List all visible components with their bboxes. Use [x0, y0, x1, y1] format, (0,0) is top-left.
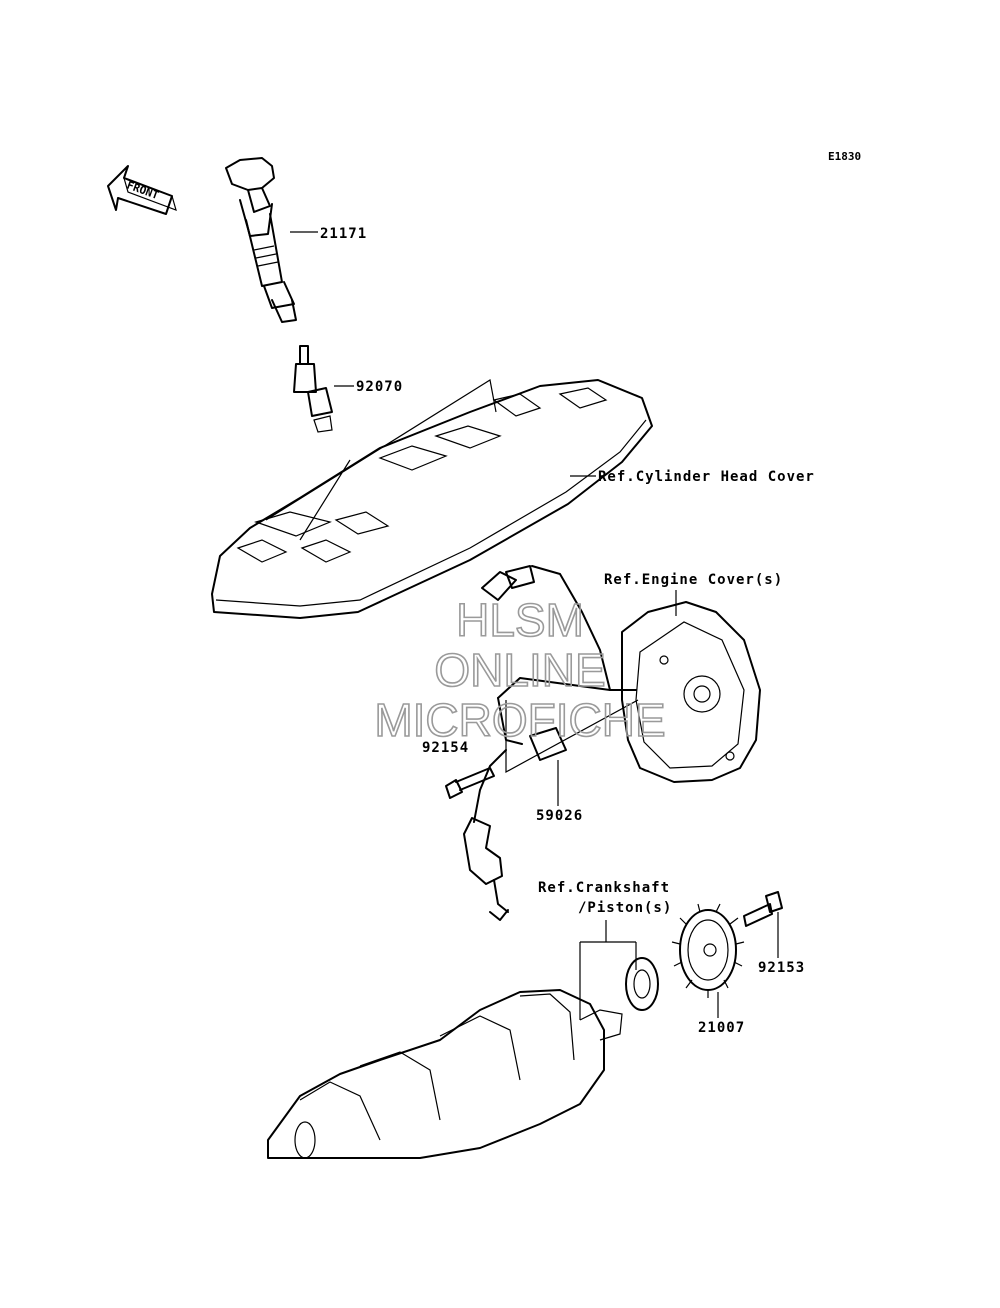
- pickup-coil-drawing: [463, 565, 637, 921]
- ref-piston: /Piston(s): [578, 900, 672, 916]
- part-number-59026: 59026: [536, 808, 583, 824]
- crankshaft-drawing: [267, 957, 659, 1159]
- ref-cylinder-head-cover: Ref.Cylinder Head Cover: [598, 469, 815, 485]
- spark-plug-drawing: [293, 345, 333, 433]
- leader-coil-position: [265, 379, 497, 541]
- bolt-92153-drawing: [743, 891, 783, 927]
- diagram-code: E1830: [828, 150, 861, 163]
- ignition-coil-drawing: [225, 157, 297, 323]
- watermark-line-1: HLSM: [456, 594, 584, 646]
- ref-engine-covers: Ref.Engine Cover(s): [604, 572, 783, 588]
- leader-crankshaft: [579, 920, 637, 1020]
- part-number-92153: 92153: [758, 960, 805, 976]
- leader-pickup-position: [505, 699, 639, 774]
- bolt-92154-drawing: [445, 767, 495, 799]
- engine-cover-drawing: [621, 601, 761, 783]
- part-number-21171: 21171: [320, 226, 367, 242]
- part-number-92070: 92070: [356, 379, 403, 395]
- front-label: FRONT: [125, 179, 161, 203]
- timing-rotor-drawing: [671, 903, 745, 998]
- watermark-line-3: MICROFICHE: [374, 694, 665, 746]
- part-number-92154: 92154: [422, 740, 469, 756]
- ref-crankshaft: Ref.Crankshaft: [538, 880, 670, 896]
- cylinder-head-cover-drawing: [211, 379, 653, 619]
- part-number-21007: 21007: [698, 1020, 745, 1036]
- watermark-line-2: ONLINE: [434, 644, 605, 696]
- front-arrow-icon: FRONT: [107, 165, 177, 215]
